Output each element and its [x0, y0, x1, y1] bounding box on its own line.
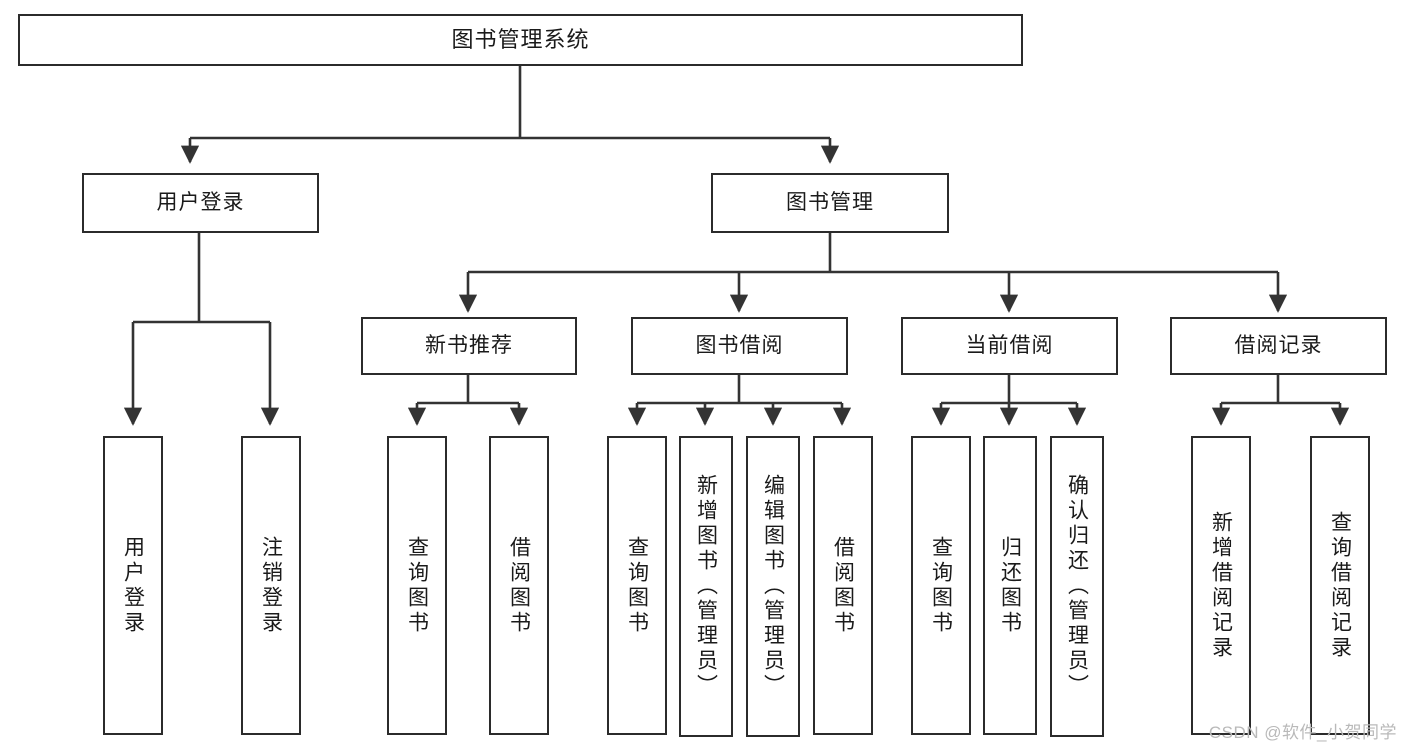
node-user-login[interactable]: 用户登录 [82, 173, 319, 233]
node-label: 注销登录 [259, 535, 283, 636]
node-label: 新增图书（管理员） [694, 474, 718, 699]
node-label: 查询图书 [625, 535, 649, 636]
leaf-return-books[interactable]: 归还图书 [983, 436, 1037, 735]
leaf-query-books-borrow[interactable]: 查询图书 [607, 436, 667, 735]
node-book-management[interactable]: 图书管理 [711, 173, 949, 233]
leaf-confirm-return-admin[interactable]: 确认归还（管理员） [1050, 436, 1104, 737]
leaf-user-login[interactable]: 用户登录 [103, 436, 163, 735]
node-label: 新书推荐 [425, 334, 513, 358]
node-label: 查询借阅记录 [1328, 510, 1352, 661]
leaf-query-borrowing-record[interactable]: 查询借阅记录 [1310, 436, 1370, 735]
leaf-query-books-current[interactable]: 查询图书 [911, 436, 971, 735]
leaf-logout[interactable]: 注销登录 [241, 436, 301, 735]
node-label: 图书借阅 [695, 334, 784, 358]
node-book-borrowing[interactable]: 图书借阅 [631, 317, 848, 375]
csdn-watermark: CSDN @软件_小贺同学 [1208, 723, 1397, 742]
leaf-borrow-books-newbooks[interactable]: 借阅图书 [489, 436, 549, 735]
node-borrowing-records[interactable]: 借阅记录 [1170, 317, 1387, 375]
leaf-edit-book-admin[interactable]: 编辑图书（管理员） [746, 436, 800, 737]
node-label: 查询图书 [929, 535, 953, 636]
node-label: 用户登录 [121, 535, 145, 636]
node-label: 编辑图书（管理员） [761, 474, 785, 699]
leaf-query-books-newbooks[interactable]: 查询图书 [387, 436, 447, 735]
node-label: 图书管理系统 [451, 26, 590, 52]
node-new-book-recommendation[interactable]: 新书推荐 [361, 317, 577, 375]
node-label: 图书管理 [786, 191, 874, 215]
node-label: 借阅记录 [1234, 334, 1323, 358]
node-label: 新增借阅记录 [1209, 510, 1233, 661]
leaf-add-book-admin[interactable]: 新增图书（管理员） [679, 436, 733, 737]
node-current-borrowing[interactable]: 当前借阅 [901, 317, 1118, 375]
leaf-borrow-books-borrow[interactable]: 借阅图书 [813, 436, 873, 735]
node-label: 用户登录 [156, 191, 245, 215]
node-label: 借阅图书 [831, 535, 855, 636]
node-label: 借阅图书 [507, 535, 531, 636]
node-label: 当前借阅 [965, 334, 1054, 358]
node-root-book-management-system[interactable]: 图书管理系统 [18, 14, 1023, 66]
leaf-add-borrowing-record[interactable]: 新增借阅记录 [1191, 436, 1251, 735]
node-label: 查询图书 [405, 535, 429, 636]
node-label: 归还图书 [998, 535, 1022, 636]
node-label: 确认归还（管理员） [1065, 474, 1089, 699]
